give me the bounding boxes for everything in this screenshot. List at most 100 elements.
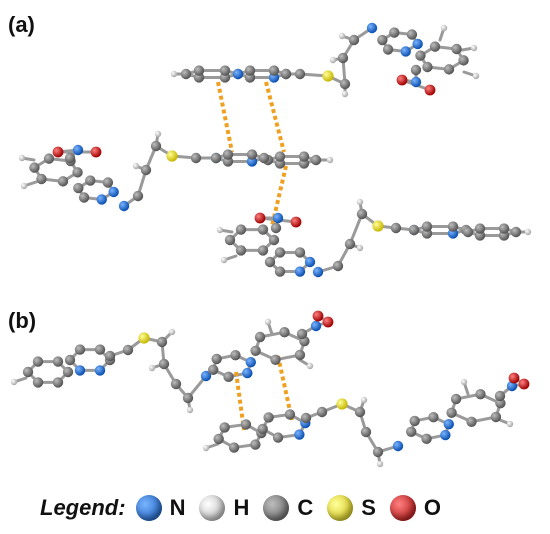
carbon-atom <box>230 349 241 361</box>
carbon-atom <box>180 68 192 80</box>
carbon-atom <box>222 149 234 160</box>
hydrogen-atom <box>168 328 176 336</box>
hydrogen-atom <box>524 228 532 236</box>
nitrogen-atom <box>96 194 107 205</box>
hydrogen-atom <box>148 364 156 372</box>
carbon-atom <box>274 266 286 277</box>
sulfur-atom <box>166 150 178 162</box>
carbon-atom <box>158 358 170 370</box>
carbon-atom <box>310 154 322 166</box>
carbon-atom <box>490 411 502 423</box>
carbon-atom <box>263 412 274 423</box>
hydrogen-atom <box>264 318 272 326</box>
carbon-atom <box>257 245 269 256</box>
carbon-atom <box>73 182 84 194</box>
hydrogen-atom <box>460 378 468 386</box>
carbon-atom <box>458 55 469 66</box>
carbon-atom <box>422 61 433 73</box>
carbon-atom <box>64 152 76 164</box>
hydrogen-atom <box>186 406 194 414</box>
carbon-atom <box>421 433 432 445</box>
stacking-contact <box>264 81 286 153</box>
legend-label: C <box>297 495 314 520</box>
carbon-atom <box>421 221 433 232</box>
legend-item-s: S <box>327 495 376 521</box>
nitrogen-atom <box>118 200 130 212</box>
carbon-atom <box>382 44 394 55</box>
carbon-atom <box>410 64 422 76</box>
legend-title: Legend: <box>40 495 126 520</box>
carbon-atom <box>62 366 74 378</box>
carbon-atom <box>450 393 462 405</box>
sulfur-atom-icon <box>327 495 354 521</box>
legend-label: H <box>233 495 250 520</box>
oxygen-atom <box>90 146 102 158</box>
carbon-atom <box>219 422 230 433</box>
hydrogen-atom <box>341 90 349 98</box>
oxygen-atom <box>52 146 64 158</box>
nitrogen-atom <box>366 22 378 34</box>
hydrogen-atom <box>18 154 26 162</box>
oxygen-atom <box>518 378 530 390</box>
nitrogen-atom <box>294 266 306 277</box>
carbon-atom <box>300 412 312 424</box>
carbon-atom <box>224 234 236 246</box>
carbon-atom <box>344 238 356 250</box>
carbon-atom <box>104 350 116 362</box>
carbon-atom <box>354 406 366 418</box>
carbon-atom <box>193 65 205 76</box>
carbon-atom <box>211 353 222 365</box>
hydrogen-atom <box>202 444 210 452</box>
hydrogen-atom <box>506 420 514 428</box>
carbon-atom <box>294 247 306 258</box>
carbon-atom <box>498 223 510 234</box>
nitrogen-atom <box>108 186 119 198</box>
oxygen-atom <box>254 212 266 224</box>
hydrogen-atom <box>329 56 337 64</box>
hydrogen-atom <box>132 162 140 170</box>
nitrogen-atom <box>506 380 518 392</box>
hydrogen-atom <box>170 70 178 78</box>
carbon-atom <box>223 371 234 383</box>
carbon-atom <box>294 349 306 361</box>
carbon-atom <box>274 151 286 162</box>
carbon-atom <box>43 153 55 164</box>
carbon-atom <box>57 176 69 187</box>
carbon-atom <box>356 208 368 220</box>
carbon-atom <box>156 336 168 348</box>
carbon-atom <box>447 221 459 232</box>
nitrogen-atom <box>312 266 324 278</box>
carbon-atom <box>182 392 194 404</box>
carbon-atom <box>268 65 280 76</box>
legend-label: N <box>169 495 186 520</box>
carbon-atom <box>270 222 282 234</box>
hydrogen-atom <box>440 24 448 32</box>
hydrogen-atom <box>20 182 28 190</box>
carbon-atom <box>257 224 269 235</box>
carbon-atom <box>257 423 268 435</box>
nitrogen-atom <box>410 76 422 88</box>
oxygen-atom-icon <box>389 495 416 521</box>
carbon-atom <box>190 152 202 164</box>
hydrogen-atom <box>326 156 334 164</box>
nitrogen-atom <box>245 357 256 368</box>
carbon-atom <box>235 245 247 256</box>
carbon-atom <box>228 442 240 453</box>
carbon-atom <box>272 432 284 443</box>
carbon-atom <box>270 354 281 365</box>
carbon-atom <box>279 327 290 338</box>
sulfur-atom <box>372 220 384 232</box>
legend-item-h: H <box>199 495 249 521</box>
hydrogen-atom <box>356 198 364 206</box>
carbon-atom <box>360 426 372 438</box>
carbon-atom <box>389 27 400 38</box>
legend: Legend: N H C S O <box>40 488 540 528</box>
carbon-atom <box>408 224 420 236</box>
nitrogen-atom <box>72 144 84 156</box>
carbon-atom <box>36 173 47 185</box>
sulfur-atom <box>138 332 150 344</box>
carbon-atom <box>208 364 219 375</box>
panel-a-label: (a) <box>8 12 35 37</box>
carbon-atom <box>339 78 351 90</box>
